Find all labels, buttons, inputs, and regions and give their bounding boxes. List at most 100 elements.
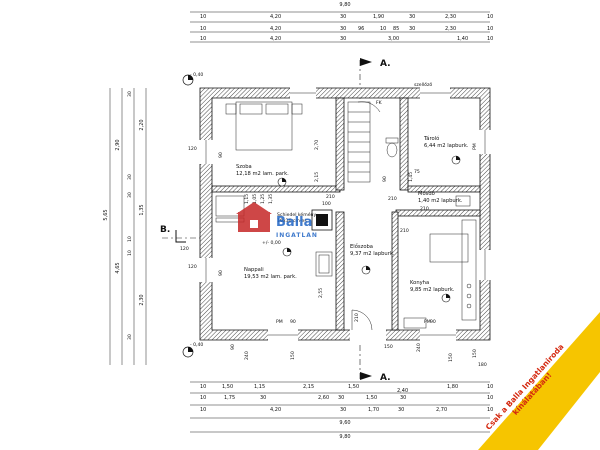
- svg-text:10: 10: [200, 407, 206, 413]
- dim-bottom-inner-total: 9,60: [339, 420, 350, 426]
- svg-text:10: 10: [487, 395, 493, 401]
- svg-text:1,15: 1,15: [254, 384, 265, 390]
- room-nappali-name: Nappali: [244, 267, 264, 273]
- svg-text:2,70: 2,70: [436, 407, 447, 413]
- dim-left-total: 5,65: [103, 209, 109, 220]
- svg-text:10: 10: [487, 14, 493, 20]
- svg-text:30: 30: [409, 26, 415, 32]
- svg-text:30: 30: [127, 192, 133, 198]
- svg-text:2,60: 2,60: [318, 395, 329, 401]
- svg-text:30: 30: [409, 14, 415, 20]
- building-outline: [196, 84, 494, 344]
- svg-text:4,20: 4,20: [270, 26, 281, 32]
- dim-left-ticks: 30 30 30 10 10 30: [127, 91, 133, 340]
- svg-text:30: 30: [400, 395, 406, 401]
- dim-bottom-row2: 10 1,75 30 2,60 30 1,50 30 10: [200, 395, 493, 401]
- dim-top-row3: 10 4,20 30 96 10 85 30 2,30 10: [200, 26, 493, 32]
- svg-text:10: 10: [487, 384, 493, 390]
- svg-text:2,20: 2,20: [139, 119, 145, 130]
- svg-text:1,90: 1,90: [373, 14, 384, 20]
- svg-text:10: 10: [487, 407, 493, 413]
- svg-text:10: 10: [200, 395, 206, 401]
- svg-text:4,20: 4,20: [270, 36, 281, 42]
- svg-text:1,50: 1,50: [222, 384, 233, 390]
- room-szoba-area: 12,18 m2 lam. park.: [236, 171, 289, 177]
- svg-text:2,30: 2,30: [139, 294, 145, 305]
- svg-text:1,05: 1,05: [252, 194, 258, 204]
- elev-bottom: - 0,40: [190, 342, 203, 348]
- svg-text:210: 210: [388, 196, 397, 202]
- svg-text:30: 30: [340, 26, 346, 32]
- dim-bottom-total: 9,80: [339, 434, 350, 440]
- svg-text:10: 10: [127, 250, 133, 256]
- svg-text:10: 10: [127, 236, 133, 242]
- svg-text:1,80: 1,80: [447, 384, 458, 390]
- svg-text:90: 90: [218, 152, 224, 158]
- svg-text:2,15: 2,15: [303, 384, 314, 390]
- svg-text:30: 30: [127, 91, 133, 97]
- label-chimney-sub: 16x16 cm-es: [277, 218, 307, 224]
- svg-text:210: 210: [420, 206, 429, 212]
- section-a-bottom: A.: [380, 373, 391, 383]
- dim-bottom-row3: 10 4,20 30 1,70 30 2,70 10: [200, 407, 493, 413]
- room-tarolo-area: 6,44 m2 lapburk.: [424, 143, 469, 149]
- logo-name: Balla: [276, 215, 312, 230]
- svg-text:4,65: 4,65: [115, 262, 121, 273]
- svg-text:96: 96: [358, 26, 364, 32]
- label-chimney: Schiedel kémény: [277, 211, 316, 218]
- dim-top-total: 9,80: [339, 2, 350, 8]
- svg-text:30: 30: [127, 334, 133, 340]
- staircase: FK: [347, 100, 383, 183]
- svg-text:240: 240: [416, 343, 422, 352]
- svg-text:10: 10: [200, 384, 206, 390]
- svg-text:10: 10: [200, 26, 206, 32]
- label-pm-nappali: PM: [276, 319, 283, 325]
- svg-text:1,50: 1,50: [366, 395, 377, 401]
- top-dimensions: 9,80 10 4,20 30 1,90 30 2,30 10 10 4,20 …: [190, 2, 493, 43]
- logo-sub: INGATLAN: [276, 232, 318, 239]
- svg-text:10: 10: [487, 36, 493, 42]
- svg-text:150: 150: [472, 349, 478, 358]
- svg-text:1,40: 1,40: [457, 36, 468, 42]
- svg-text:4,20: 4,20: [270, 14, 281, 20]
- svg-text:30: 30: [127, 174, 133, 180]
- svg-text:10: 10: [487, 26, 493, 32]
- room-szoba-name: Szoba: [236, 164, 252, 170]
- dim-top-row2: 10 4,20 30 1,90 30 2,30 10: [200, 14, 493, 20]
- room-mosdo-area: 1,40 m2 lapburk.: [418, 198, 463, 204]
- svg-text:2,40: 2,40: [397, 388, 408, 394]
- left-dimensions: 5,65 2,90 4,65 2,20 1,35 2,30 30 30 30 1…: [103, 88, 147, 365]
- svg-text:1,35: 1,35: [139, 204, 145, 215]
- svg-text:120: 120: [188, 146, 197, 152]
- svg-text:210: 210: [326, 194, 335, 200]
- svg-text:120: 120: [180, 246, 189, 252]
- label-szelloezo: szellőző: [414, 82, 432, 88]
- svg-text:10: 10: [380, 26, 386, 32]
- svg-text:90: 90: [218, 270, 224, 276]
- promo-banner: Csak a Balla Ingatlaniroda kínálatában!: [478, 312, 600, 450]
- svg-text:180: 180: [478, 362, 487, 368]
- svg-text:150: 150: [384, 344, 393, 350]
- svg-text:1,75: 1,75: [224, 395, 235, 401]
- svg-text:210: 210: [354, 313, 360, 322]
- svg-text:2,90: 2,90: [115, 139, 121, 150]
- svg-text:30: 30: [340, 14, 346, 20]
- svg-text:30: 30: [260, 395, 266, 401]
- section-a-top: A.: [380, 59, 391, 69]
- opening-labels: 120 90 210 75 210 100 210 90 210 120 90 …: [180, 140, 487, 368]
- svg-text:100: 100: [322, 201, 331, 207]
- dim-top-row4: 10 4,20 30 3,00 1,40 10: [200, 36, 493, 42]
- svg-text:90: 90: [430, 319, 436, 325]
- label-floor-elev: +/- 0,00: [262, 240, 281, 246]
- room-nappali-area: 19,53 m2 lam. park.: [244, 274, 297, 280]
- elev-top: - 0,40: [190, 72, 203, 78]
- svg-text:30: 30: [340, 36, 346, 42]
- room-eloszoba-area: 9,37 m2 lapburk.: [350, 251, 395, 257]
- svg-text:30: 30: [398, 407, 404, 413]
- dim-bottom-row1: 10 1,50 1,15 2,15 1,50 2,40 1,80 10: [200, 384, 493, 394]
- svg-text:2,55: 2,55: [318, 288, 324, 298]
- svg-text:10: 10: [200, 36, 206, 42]
- svg-text:3,00: 3,00: [388, 36, 399, 42]
- svg-text:30: 30: [340, 407, 346, 413]
